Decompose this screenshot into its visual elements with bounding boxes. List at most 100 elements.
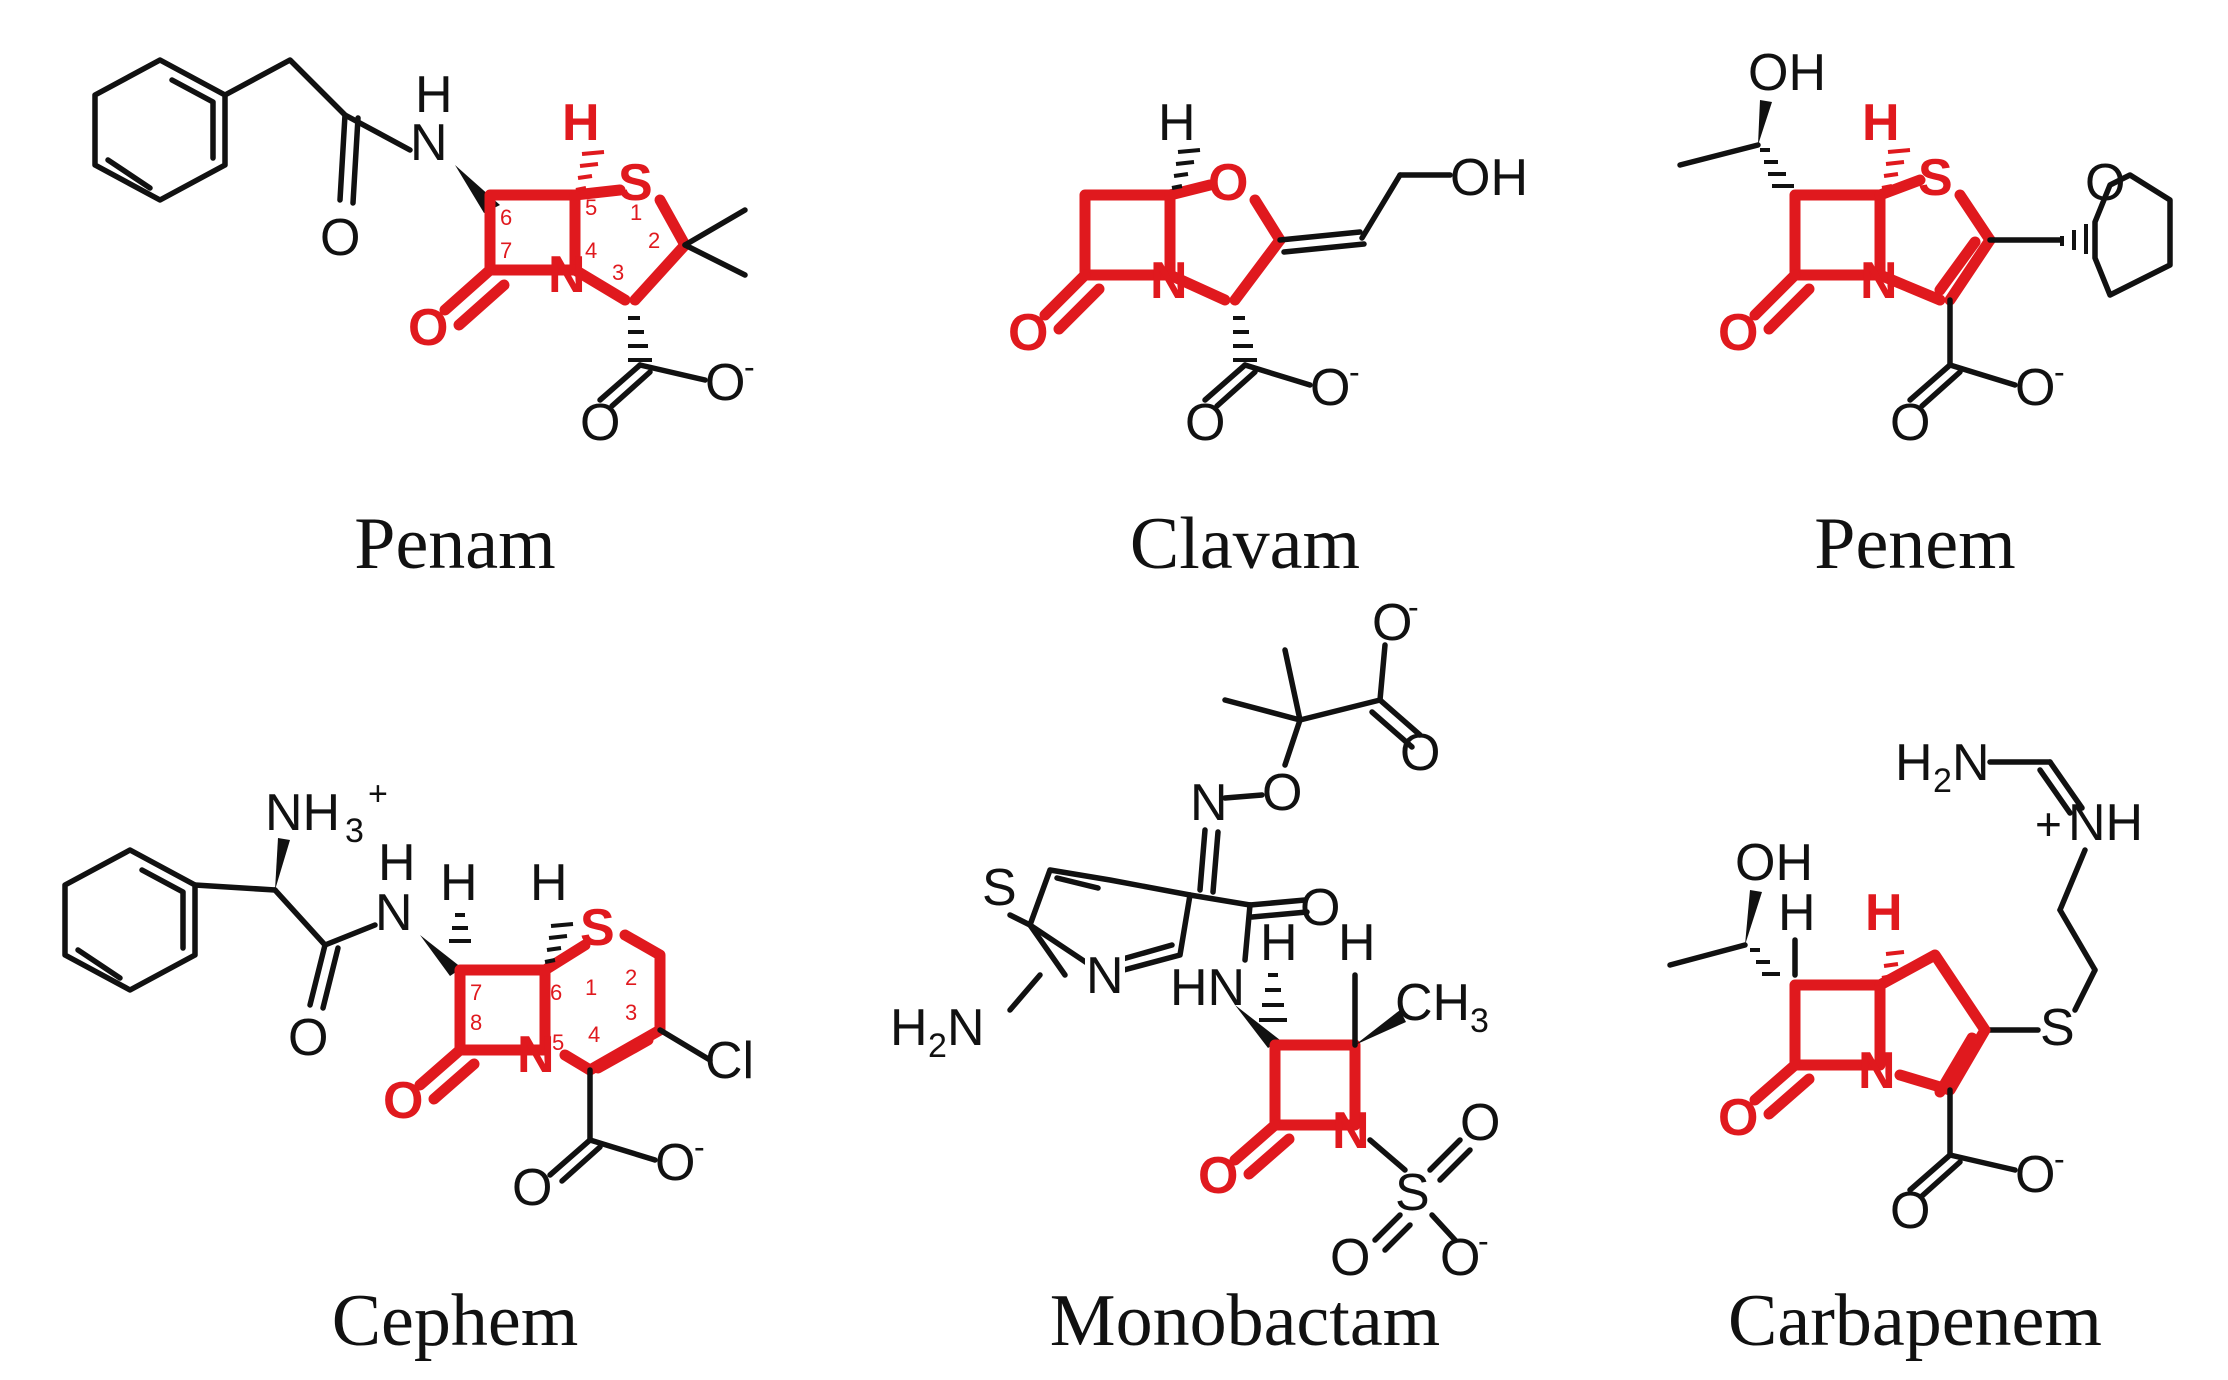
penem-hash-bond-side — [1760, 148, 1794, 188]
cephem-num-6: 6 — [550, 980, 562, 1005]
mono-so3-o3: O — [1440, 1229, 1480, 1287]
mono-wedge-bond — [1235, 1005, 1280, 1048]
penam-carboxylate-o2: O — [705, 354, 745, 412]
mono-charge-so3: - — [1478, 1223, 1489, 1259]
carba-beta-lactam-ring — [1789, 979, 1886, 1071]
mono-wedge-methyl — [1355, 1010, 1406, 1045]
penam-amide-h: H — [415, 66, 453, 124]
penem-oh: OH — [1748, 44, 1826, 102]
penam-n: N — [548, 246, 586, 304]
cephem-carboxylate-o2: O — [655, 1134, 695, 1192]
cephem-lactam-o: O — [383, 1072, 423, 1130]
mono-so3-o2: O — [1330, 1229, 1370, 1287]
mono-h4: H — [1338, 914, 1376, 972]
mono-oxime-n: N — [1190, 774, 1228, 832]
carbapenem-structure: H 2 N + NH S OH H O N H — [1667, 734, 2143, 1362]
carba-amidine-n: N — [1952, 734, 1990, 792]
penam-structure: O H N O S N H 6 7 5 4 1 2 3 — [92, 57, 755, 585]
mono-ch3: CH — [1395, 974, 1470, 1032]
carba-carboxylate-o1: O — [1890, 1182, 1930, 1240]
penem-carboxylate-o1: O — [1890, 394, 1930, 452]
cephem-num-5: 5 — [552, 1030, 564, 1055]
penam-num-6: 6 — [500, 205, 512, 230]
mono-carboxylate-o-minus: O — [1372, 594, 1412, 652]
mono-hn: HN — [1170, 959, 1245, 1017]
penam-hash-bond — [575, 150, 605, 192]
penam-label: Penam — [354, 503, 555, 585]
cephem-n: N — [517, 1026, 555, 1084]
carba-bridge-h: H — [1865, 884, 1903, 942]
penam-benzene-ring — [92, 57, 228, 203]
penem-hash-bond — [1881, 148, 1911, 190]
carba-charge: - — [2054, 1141, 2065, 1177]
mono-so3-o1: O — [1460, 1094, 1500, 1152]
mono-hash-h3 — [1259, 973, 1287, 1022]
penam-num-7: 7 — [500, 238, 512, 263]
cephem-bridge-h: H — [530, 854, 568, 912]
cephem-s: S — [580, 899, 615, 957]
clavam-n: N — [1150, 252, 1188, 310]
cephem-hash-h7 — [449, 913, 471, 943]
carba-pyrroline-ring — [1874, 949, 1991, 1096]
penam-num-5: 5 — [585, 195, 597, 220]
cephem-num-3: 3 — [625, 1000, 637, 1025]
penam-benzene-inner — [169, 77, 216, 161]
mono-carboxylate-o: O — [1400, 724, 1440, 782]
cephem-structure: NH 3 + O H N H O N S H 1 2 — [62, 775, 754, 1362]
cephem-amide-n: N — [375, 884, 413, 942]
cephem-h7: H — [440, 854, 478, 912]
cephem-label: Cephem — [332, 1280, 579, 1362]
penem-structure: OH O S N H O — [1677, 44, 2173, 585]
carba-amidine-sub: 2 — [1933, 762, 1952, 800]
mono-thiazole-s: S — [982, 859, 1017, 917]
cephem-beta-lactam-ring — [454, 964, 551, 1056]
carba-oh: OH — [1735, 834, 1813, 892]
carba-amidine-nh: NH — [2068, 794, 2143, 852]
cephem-wedge-nh3 — [275, 838, 290, 890]
cephem-num-1: 1 — [585, 975, 597, 1000]
penam-charge: - — [744, 349, 755, 385]
penam-side-chain — [222, 57, 413, 153]
penem-lactam-o: O — [1718, 304, 1758, 362]
cephem-cl: Cl — [705, 1032, 754, 1090]
mono-thiazole-n: N — [1086, 947, 1124, 1005]
penam-lactam-o: O — [408, 299, 448, 357]
mono-amide-o: O — [1300, 879, 1340, 937]
carba-hash-side — [1750, 948, 1780, 976]
penam-num-3: 3 — [612, 260, 624, 285]
cephem-amide-h: H — [378, 834, 416, 892]
penem-n: N — [1860, 252, 1898, 310]
mono-h2n-n: N — [947, 999, 985, 1057]
cephem-charge: - — [694, 1129, 705, 1165]
monobactam-label: Monobactam — [1050, 1280, 1440, 1362]
carba-carboxylate-o2: O — [2015, 1146, 2055, 1204]
cephem-carboxylate-o1: O — [512, 1159, 552, 1217]
clavam-carboxylate-o1: O — [1185, 394, 1225, 452]
penem-charge: - — [2054, 354, 2065, 390]
cephem-benzene-ring — [62, 847, 198, 993]
cephem-hash-bond — [544, 922, 574, 964]
mono-lactam-o: O — [1198, 1147, 1238, 1205]
monobactam-structure: O - O O N S N H 2 N O HN H — [890, 589, 1500, 1362]
clavam-hash-bond — [1171, 148, 1201, 190]
mono-n: N — [1332, 1102, 1370, 1160]
mono-sulfur: S — [1395, 1164, 1430, 1222]
cephem-nh3-charge: + — [368, 775, 388, 813]
cephem-num-7: 7 — [470, 980, 482, 1005]
penam-s: S — [618, 154, 653, 212]
mono-h3: H — [1260, 914, 1298, 972]
cephem-nh3-sub: 3 — [345, 812, 364, 850]
clavam-label: Clavam — [1130, 503, 1360, 585]
carba-lactam-o: O — [1718, 1089, 1758, 1147]
carba-thioether-s: S — [2040, 999, 2075, 1057]
penam-num-2: 2 — [648, 228, 660, 253]
penam-hash-carboxylate — [628, 316, 652, 362]
penem-wedge-oh — [1758, 100, 1772, 145]
carba-h6: H — [1778, 884, 1816, 942]
cephem-num-4: 4 — [588, 1022, 600, 1047]
cephem-num-8: 8 — [470, 1010, 482, 1035]
penem-thf-o: O — [2085, 154, 2125, 212]
cephem-num-2: 2 — [625, 965, 637, 990]
penem-s: S — [1918, 149, 1953, 207]
